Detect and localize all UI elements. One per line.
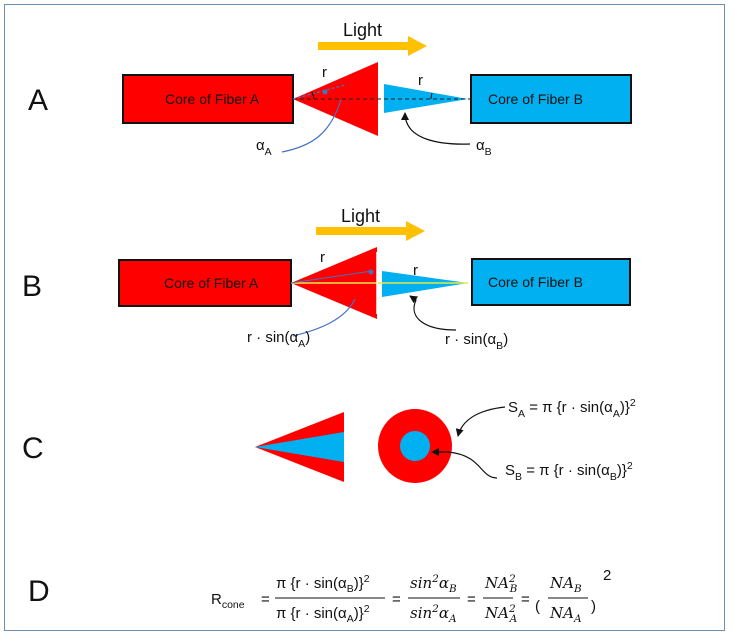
panel-a-fiber-b-core <box>470 74 632 124</box>
panel-a-angle-arc-b <box>430 92 433 100</box>
panel-a-label: A <box>28 84 48 117</box>
panel-d-equation: Rcone = π {r · sin(αB)}2 π {r · sin(αA)}… <box>211 567 611 625</box>
panel-b-light-label: Light <box>341 206 380 226</box>
eq-frac1-den: π {r · sin(αA)}2 <box>276 603 370 625</box>
eq-sign-2: = <box>392 591 401 608</box>
panel-a-r-label-b: r <box>418 72 423 89</box>
panel-b-label: B <box>22 270 42 303</box>
eq-frac2-den: sin2αA <box>410 603 457 625</box>
panel-c-aperture-b <box>400 431 430 461</box>
panel-c-pointer-sb <box>431 448 498 479</box>
eq-frac4-num: NAB <box>549 574 582 595</box>
panel-c-label: C <box>22 432 44 465</box>
figure-frame <box>4 4 725 631</box>
eq-paren-open: ( <box>535 598 540 615</box>
panel-c-sb-formula: SB = π {r · sin(αB)}2 <box>505 460 633 483</box>
panel-b-rsin-a-label: r · sin(αA) <box>247 329 310 350</box>
panel-b-rsin-b-label: r · sin(αB) <box>445 331 508 352</box>
panel-b-fiber-a-label: Core of Fiber A <box>164 275 259 291</box>
panel-a-alpha-a-label: αA <box>256 137 272 158</box>
panel-a-angle-arc-a <box>311 91 315 100</box>
panel-b-pointer-rsin-a <box>292 298 356 337</box>
eq-rcone: Rcone <box>211 591 245 611</box>
panel-a-light-arrow <box>318 36 427 56</box>
panel-a-alpha-b-label: αB <box>476 137 492 158</box>
panel-a-fiber-a-label: Core of Fiber A <box>165 91 260 107</box>
panel-d-label: D <box>28 575 50 608</box>
panel-a-radius-a-tip <box>322 89 328 95</box>
panel-a-pointer-alpha-b <box>401 112 471 145</box>
panel-b-radius-a <box>290 270 373 284</box>
eq-paren-close: ) <box>591 598 596 615</box>
eq-outer-exp: 2 <box>603 567 611 584</box>
panel-a-r-label-a: r <box>322 64 327 81</box>
eq-sign-1: = <box>261 591 270 608</box>
panel-a-pointer-alpha-a <box>281 99 342 153</box>
panel-b-cone-b <box>382 271 468 297</box>
eq-frac1-num: π {r · sin(αB)}2 <box>276 573 370 595</box>
panel-a-light-label: Light <box>343 20 382 40</box>
panel-b-fiber-b-core <box>471 258 631 306</box>
panel-b-light-arrow <box>316 221 425 241</box>
panel-c-cone-b <box>255 432 344 462</box>
panel-b-pointer-rsin-b <box>409 295 457 331</box>
panel-b-radius-a-tip <box>368 269 374 275</box>
panel-b-r-label-a: r <box>320 249 325 266</box>
eq-frac2-num: sin2αB <box>410 573 457 595</box>
panel-a-radius-a <box>292 84 346 100</box>
eq-sign-3: = <box>467 591 476 608</box>
panel-a-fiber-b-label: Core of Fiber B <box>488 91 583 107</box>
panel-c-pointer-sa <box>455 406 506 437</box>
eq-frac4-den: NAA <box>549 604 582 625</box>
eq-sign-4: = <box>521 591 530 608</box>
panel-b-fiber-b-label: Core of Fiber B <box>488 274 583 290</box>
panel-c-sa-formula: SA = π {r · sin(αA)}2 <box>508 397 636 420</box>
panel-b-r-label-b: r <box>413 262 418 279</box>
